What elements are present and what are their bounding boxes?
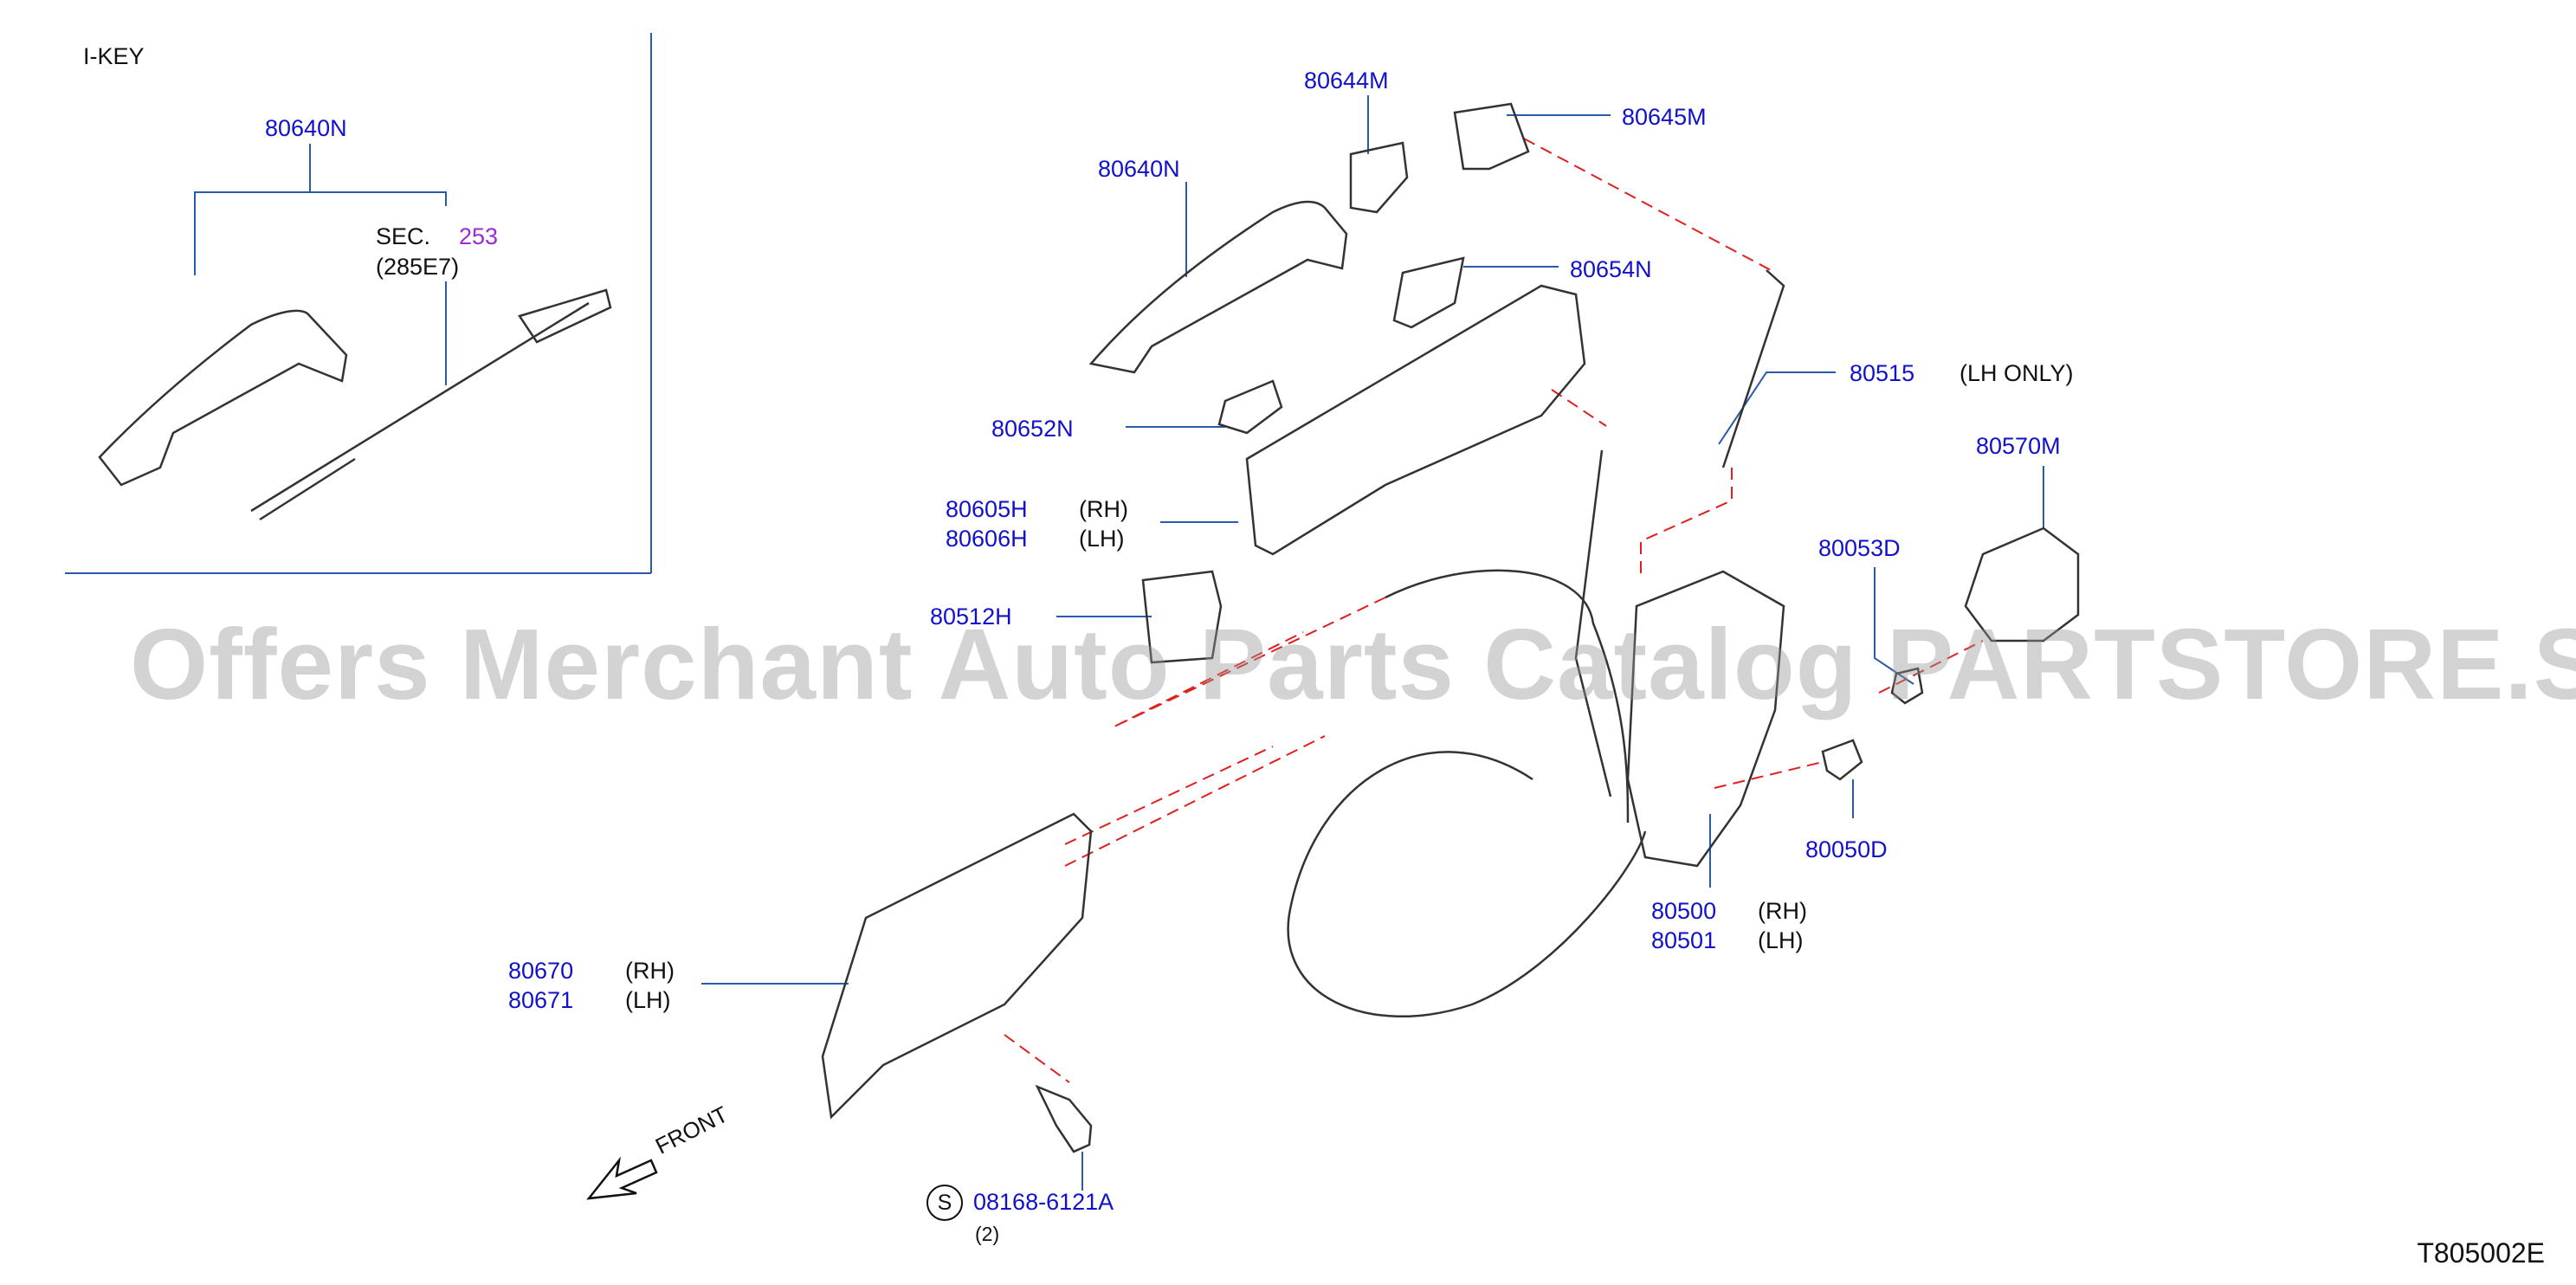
diagram-id: T805002E <box>2417 1237 2545 1269</box>
inset-frame <box>65 33 652 574</box>
label-80606H[interactable]: 80606H <box>946 526 1028 552</box>
label-80640N[interactable]: 80640N <box>1098 156 1180 182</box>
side-80670: (RH) <box>625 958 675 984</box>
label-80050D[interactable]: 80050D <box>1805 836 1888 862</box>
label-80512H[interactable]: 80512H <box>930 604 1012 630</box>
label-80053D[interactable]: 80053D <box>1818 535 1901 561</box>
label-bolt-08168-6121A[interactable]: 08168-6121A <box>973 1189 1114 1215</box>
label-80605H[interactable]: 80605H <box>946 496 1028 522</box>
label-80671[interactable]: 80671 <box>508 987 574 1013</box>
sec-number-link[interactable]: 253 <box>459 223 499 249</box>
bolt-standard-symbol: S <box>926 1185 963 1221</box>
leader-lines <box>194 95 2044 1191</box>
part-shapes <box>98 102 2080 1153</box>
assembly-dashed-lines <box>1004 138 1984 1083</box>
sec-label: SEC. <box>376 223 431 249</box>
label-80644M[interactable]: 80644M <box>1304 68 1389 94</box>
label-80670[interactable]: 80670 <box>508 958 574 984</box>
side-80605H: (RH) <box>1079 496 1128 522</box>
label-80654N[interactable]: 80654N <box>1570 256 1652 282</box>
label-80645M[interactable]: 80645M <box>1622 104 1707 130</box>
label-80501[interactable]: 80501 <box>1651 927 1717 953</box>
label-80570M[interactable]: 80570M <box>1976 433 2061 459</box>
side-80501: (LH) <box>1758 927 1804 953</box>
label-80652N[interactable]: 80652N <box>991 416 1074 442</box>
sec-sub: (285E7) <box>376 254 460 280</box>
watermark: Offers Merchant Auto Parts Catalog PARTS… <box>130 608 2576 720</box>
label-80515[interactable]: 80515 <box>1850 360 1915 386</box>
side-80500: (RH) <box>1758 898 1807 924</box>
side-80606H: (LH) <box>1079 526 1125 552</box>
note-80515: (LH ONLY) <box>1959 360 2074 386</box>
label-80500[interactable]: 80500 <box>1651 898 1717 924</box>
label-inset-80640N[interactable]: 80640N <box>265 115 347 141</box>
bolt-quantity: (2) <box>975 1223 1000 1245</box>
front-arrow <box>586 1156 658 1200</box>
inset-title: I-KEY <box>83 43 145 69</box>
side-80671: (LH) <box>625 987 671 1013</box>
